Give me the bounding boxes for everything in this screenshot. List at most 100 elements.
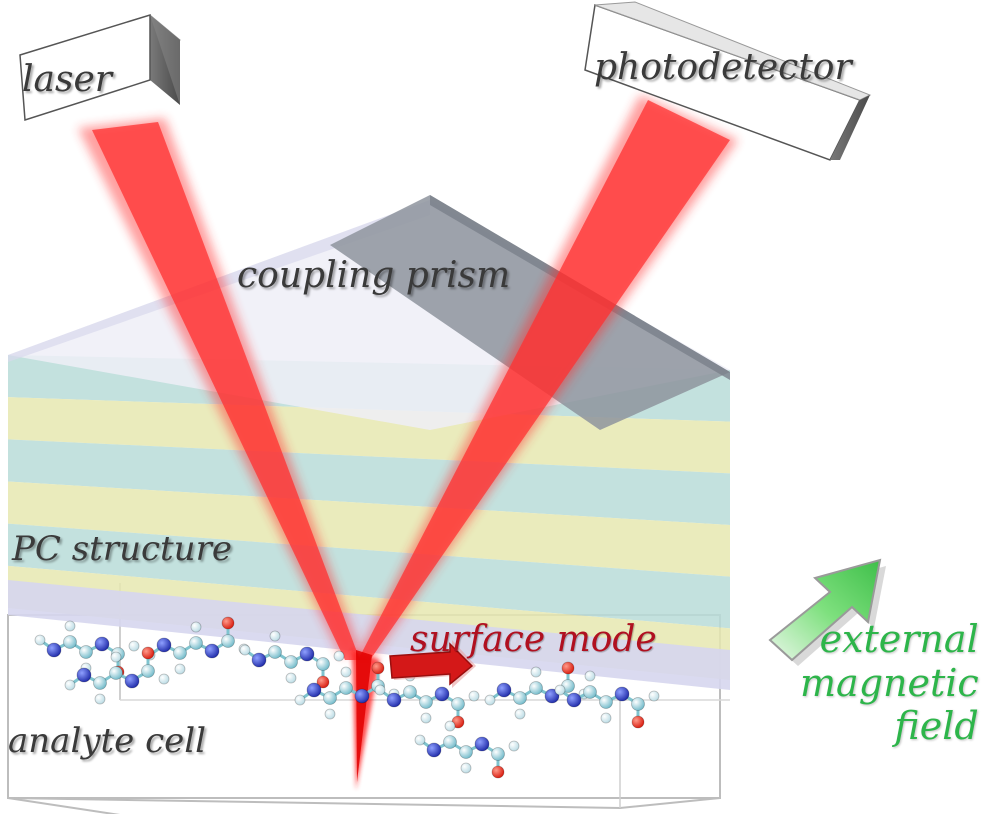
hydrogen-atom	[190, 621, 202, 633]
nitrogen-atom	[306, 682, 322, 698]
nitrogen-atom	[496, 682, 512, 698]
hydrogen-atom	[285, 672, 297, 684]
oxygen-atom	[491, 765, 505, 779]
nitrogen-atom	[354, 688, 370, 704]
molecule	[239, 630, 345, 689]
carbon-atom	[459, 745, 473, 759]
carbon-atom	[513, 691, 527, 705]
carbon-atom	[63, 635, 77, 649]
hydrogen-atom	[340, 666, 352, 678]
nitrogen-atom	[124, 673, 140, 689]
carbon-atom	[631, 697, 645, 711]
surface-mode-label: surface mode	[410, 619, 657, 660]
hydrogen-atom	[64, 620, 76, 632]
nitrogen-atom	[156, 637, 172, 653]
carbon-atom	[419, 695, 433, 709]
carbon-atom	[529, 681, 543, 695]
hydrogen-atom	[174, 663, 186, 675]
carbon-atom	[268, 645, 282, 659]
green-arrow-icon	[768, 558, 886, 666]
photodetector-box	[584, 1, 872, 161]
coupling-prism-label: coupling prism	[237, 255, 511, 296]
nitrogen-atom	[251, 652, 267, 668]
carbon-atom	[79, 645, 93, 659]
hydrogen-atom	[269, 630, 281, 642]
carbon-atom	[93, 676, 107, 690]
molecule	[484, 661, 590, 720]
analyte-molecules	[34, 616, 660, 779]
hydrogen-atom	[128, 640, 140, 652]
hydrogen-atom	[514, 708, 526, 720]
nitrogen-atom	[614, 686, 630, 702]
pc-layer-yellow	[8, 481, 730, 577]
molecule	[374, 670, 480, 729]
external-magnetic-field-label: external magnetic field	[800, 617, 979, 749]
hydrogen-atom	[420, 712, 432, 724]
analyte-cell-label: analyte cell	[8, 721, 207, 761]
hydrogen-atom	[648, 690, 660, 702]
hydrogen-atom	[554, 684, 566, 696]
hydrogen-atom	[34, 634, 46, 646]
carbon-atom	[451, 697, 465, 711]
hydrogen-atom	[158, 673, 170, 685]
field-label-line-2: magnetic	[800, 660, 979, 705]
hydrogen-atom	[414, 734, 426, 746]
carbon-atom	[339, 681, 353, 695]
red-arrow-icon	[389, 640, 476, 688]
nitrogen-atom	[474, 736, 490, 752]
carbon-atom	[323, 691, 337, 705]
hydrogen-atom	[530, 666, 542, 678]
nitrogen-atom	[426, 742, 442, 758]
field-label-line-1: external	[819, 617, 979, 661]
carbon-atom	[583, 685, 597, 699]
carbon-atom	[173, 646, 187, 660]
carbon-atom	[141, 664, 155, 678]
hydrogen-atom	[110, 651, 122, 663]
hydrogen-atom	[94, 693, 106, 705]
nitrogen-atom	[386, 692, 402, 708]
molecule	[64, 646, 170, 705]
molecule	[414, 720, 520, 779]
hydrogen-atom	[444, 720, 456, 732]
carbon-atom	[403, 685, 417, 699]
carbon-atom	[599, 695, 613, 709]
hydrogen-atom	[294, 694, 306, 706]
carbon-atom	[221, 634, 235, 648]
hydrogen-atom	[600, 712, 612, 724]
pc-layer-blue	[8, 523, 730, 629]
nitrogen-atom	[566, 692, 582, 708]
carbon-atom	[189, 636, 203, 650]
nitrogen-atom	[94, 636, 110, 652]
carbon-atom	[316, 657, 330, 671]
hydrogen-atom	[484, 694, 496, 706]
nitrogen-atom	[46, 642, 62, 658]
hydrogen-atom	[508, 740, 520, 752]
pc-layer-yellow	[8, 397, 730, 474]
pc-layer-blue	[8, 439, 730, 525]
oxygen-atom	[221, 616, 235, 630]
nitrogen-atom	[544, 688, 560, 704]
oxygen-atom	[561, 661, 575, 675]
nitrogen-atom	[299, 646, 315, 662]
laser-label: laser	[22, 59, 112, 100]
hydrogen-atom	[64, 679, 76, 691]
carbon-atom	[284, 655, 298, 669]
nitrogen-atom	[204, 643, 220, 659]
hydrogen-atom	[460, 762, 472, 774]
pc-structure-label: PC structure	[12, 529, 232, 569]
hydrogen-atom	[584, 670, 596, 682]
oxygen-atom	[141, 646, 155, 660]
hydrogen-atom	[324, 708, 336, 720]
photodetector-label: photodetector	[594, 47, 852, 88]
hydrogen-atom	[333, 650, 345, 662]
molecule	[554, 670, 660, 729]
laser-beams	[78, 95, 738, 790]
hydrogen-atom	[239, 644, 251, 656]
laser-box	[19, 13, 181, 122]
nitrogen-atom	[76, 667, 92, 683]
hydrogen-atom	[468, 690, 480, 702]
oxygen-atom	[631, 715, 645, 729]
molecule	[34, 620, 140, 679]
